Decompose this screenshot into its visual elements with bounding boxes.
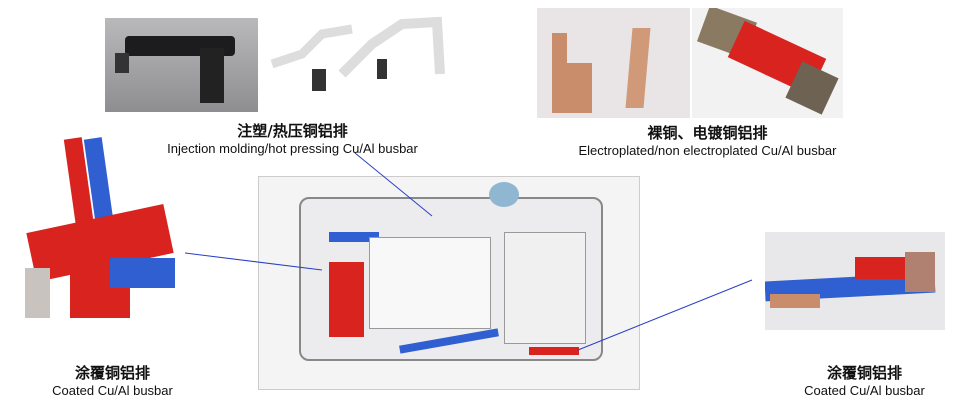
injection-label: 注塑/热压铜铝排 Injection molding/hot pressing … (130, 120, 455, 156)
bare-copper-busbar-photo (537, 8, 690, 118)
inverter-assembly-drawing (258, 176, 640, 390)
callout-line-top (354, 152, 433, 217)
coated-right-label: 涂覆铜铝排 Coated Cu/Al busbar (772, 362, 957, 398)
injection-busbar-photo-white (262, 14, 447, 109)
electroplated-busbar-photo (692, 8, 843, 118)
callout-line-right (577, 279, 753, 351)
coated-busbar-photo-left (0, 118, 192, 336)
coated-right-label-en: Coated Cu/Al busbar (804, 383, 925, 398)
electroplated-label-en: Electroplated/non electroplated Cu/Al bu… (578, 143, 837, 158)
injection-label-zh: 注塑/热压铜铝排 (237, 122, 348, 140)
injection-busbar-photo-black (105, 18, 258, 112)
electroplated-label: 裸铜、电镀铜铝排 Electroplated/non electroplated… (540, 122, 875, 158)
coated-busbar-photo-right (765, 232, 945, 330)
electroplated-label-zh: 裸铜、电镀铜铝排 (647, 124, 768, 142)
callout-line-left (184, 252, 323, 271)
injection-label-en: Injection molding/hot pressing Cu/Al bus… (167, 141, 418, 156)
coated-left-label-zh: 涂覆铜铝排 (74, 364, 150, 382)
coated-right-label-zh: 涂覆铜铝排 (826, 364, 902, 382)
coated-left-label-en: Coated Cu/Al busbar (52, 383, 173, 398)
coated-left-label: 涂覆铜铝排 Coated Cu/Al busbar (20, 362, 205, 398)
